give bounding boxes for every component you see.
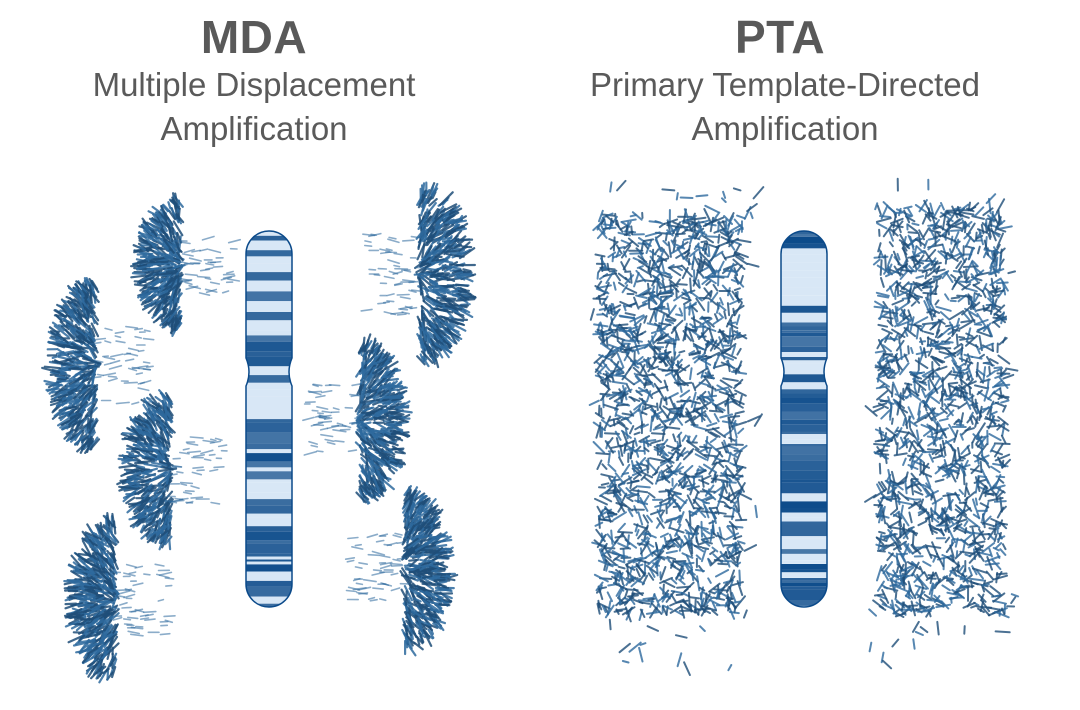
mda-title: MDA: [200, 11, 308, 63]
mda-subtitle-line-2: Amplification: [160, 110, 348, 147]
mda-subtitle-line-1: Multiple Displacement: [92, 66, 416, 103]
pta-title: PTA: [734, 11, 826, 63]
pta-panel: PTA Primary Template-Directed Amplificat…: [540, 0, 1080, 710]
pta-subtitle-line-1: Primary Template-Directed: [589, 66, 980, 103]
mda-panel: MDA Multiple Displacement Amplification: [92, 11, 416, 147]
pta-subtitle-line-2: Amplification: [691, 110, 879, 147]
